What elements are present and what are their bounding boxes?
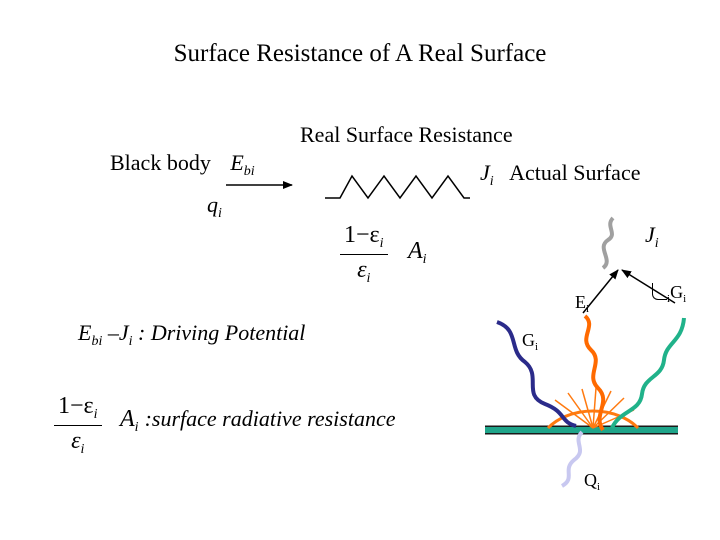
net-flux-label: Qi — [584, 470, 600, 493]
resistance-fraction-top: 1−εi εi — [340, 222, 388, 287]
area-symbol: A — [408, 238, 423, 264]
denominator-sub: i — [366, 271, 371, 286]
dp-e-sub: bi — [91, 334, 103, 349]
dp-dash: – — [102, 320, 119, 345]
area2-subscript: i — [134, 420, 139, 435]
ei-subscript: i — [586, 303, 590, 315]
fraction-numerator: 1−εi — [340, 222, 388, 255]
actual-surface-text: Actual Surface — [509, 160, 641, 185]
net-flux-wave — [560, 430, 584, 488]
fraction2-denominator: εi — [54, 426, 102, 458]
dp-j: J — [118, 320, 129, 345]
numerator2-text: 1−ε — [58, 393, 94, 419]
denominator2-sub: i — [80, 442, 85, 457]
ji-arrow-subscript: i — [654, 236, 659, 251]
rho-subscript: i — [667, 293, 671, 305]
radiative-resistance-text: :surface radiative resistance — [144, 406, 396, 431]
emission-to-node-arrow — [582, 269, 619, 314]
fraction2-numerator: 1−εi — [54, 393, 102, 426]
ji-subscript: i — [489, 174, 494, 189]
area-top: Ai — [408, 238, 427, 268]
area-subscript: i — [422, 252, 427, 267]
gi-subscript: i — [535, 341, 539, 353]
rho-g-symbol: G — [670, 282, 684, 302]
qi-net-subscript: i — [597, 481, 601, 493]
ji-symbol: J — [480, 160, 490, 185]
fraction-denominator: εi — [340, 255, 388, 287]
radiosity-wave — [601, 216, 615, 270]
reflection-label: riGi — [652, 282, 686, 305]
dp-j-sub: i — [128, 334, 133, 349]
ei-symbol: E — [575, 292, 586, 312]
reflection-wave — [610, 317, 686, 429]
qi-symbol: q — [207, 192, 218, 217]
denominator2-text: ε — [71, 428, 81, 454]
ji-arrow-symbol: J — [645, 222, 655, 247]
dp-text: : Driving Potential — [132, 320, 306, 345]
driving-potential: Ebi –Ji : Driving Potential — [78, 320, 305, 350]
irradiation-wave — [496, 320, 577, 428]
emission-wave — [583, 314, 606, 432]
rho-glyph — [652, 283, 667, 300]
resistance-fraction-bottom: 1−εi εi — [54, 393, 102, 458]
emission-label: Ei — [575, 292, 589, 315]
radiative-resistance-line: Ai :surface radiative resistance — [120, 406, 395, 436]
gi-symbol: G — [522, 330, 535, 350]
numerator2-sub: i — [93, 407, 98, 422]
denominator-text: ε — [357, 257, 367, 283]
numerator-text: 1−ε — [344, 222, 380, 248]
rho-g-subscript: i — [683, 293, 687, 305]
page-title: Surface Resistance of A Real Surface — [173, 40, 547, 67]
area2-symbol: A — [120, 406, 135, 432]
numerator-sub: i — [379, 236, 384, 251]
dp-e: E — [78, 320, 92, 345]
black-body-text: Black body — [110, 150, 211, 175]
radiosity-arrow-label: Ji — [645, 222, 659, 252]
resistor-zigzag — [325, 174, 470, 200]
black-body-label: Black body Ebi — [110, 150, 255, 180]
qi-net-symbol: Q — [584, 470, 597, 490]
resistor-label: Real Surface Resistance — [300, 122, 513, 147]
irradiation-label: Gi — [522, 330, 538, 353]
emission-hemisphere — [546, 409, 640, 430]
heat-flux-label: qi — [207, 192, 222, 222]
ebi-subscript: bi — [243, 164, 255, 179]
ebi-symbol: E — [230, 150, 244, 175]
radiosity-node-label: Ji Actual Surface — [480, 160, 640, 190]
qi-subscript: i — [218, 206, 222, 221]
